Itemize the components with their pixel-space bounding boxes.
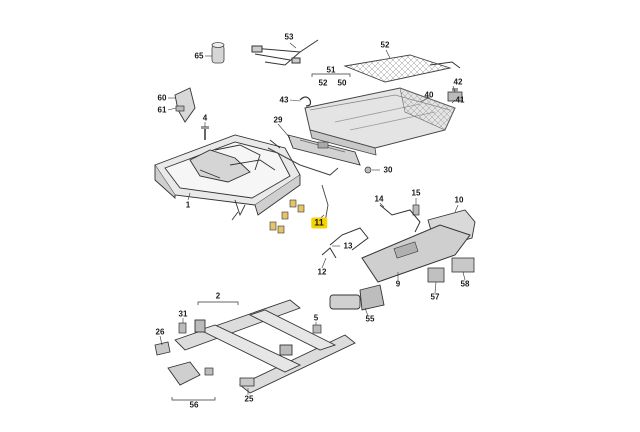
part-30-screw: [364, 166, 372, 174]
callout-30: 30: [383, 165, 393, 175]
part-14-cable: [379, 204, 421, 233]
part-11-clips: [269, 199, 305, 234]
callout-41: 41: [455, 95, 465, 105]
part-31-bolt: [178, 322, 187, 334]
part-25-clip: [239, 377, 255, 387]
callout-29: 29: [273, 115, 283, 125]
callout-52: 52: [380, 40, 390, 50]
callout-brackets: [171, 73, 351, 401]
callout-5: 5: [313, 313, 319, 323]
callout-31: 31: [178, 309, 188, 319]
callout-40: 40: [424, 90, 434, 100]
part-57-switch: [427, 267, 445, 283]
callout-13: 13: [343, 241, 353, 251]
part-1-seat-frame: [154, 134, 301, 221]
part-43-hook: [299, 96, 312, 107]
callout-14: 14: [374, 194, 384, 204]
part-29-rail: [287, 134, 361, 166]
callout-61: 61: [157, 105, 167, 115]
part-50-seat-cushion: [304, 87, 456, 156]
part-58-switch: [451, 257, 475, 273]
callout-43: 43: [279, 95, 289, 105]
callout-1: 1: [185, 200, 191, 210]
part-56-actuator: [167, 361, 214, 386]
callout-4: 4: [202, 113, 208, 123]
callout-65: 65: [194, 51, 204, 61]
part-13-cable: [329, 227, 369, 251]
callout-51: 51: [326, 65, 336, 75]
part-52-heating-mat: [343, 54, 461, 83]
part-12-hook: [321, 247, 337, 259]
callout-42: 42: [453, 77, 463, 87]
callout-57: 57: [430, 292, 440, 302]
part-61-bolt: [175, 105, 185, 112]
part-5-cap: [312, 324, 322, 334]
part-65-cap: [211, 42, 225, 64]
callout-60: 60: [157, 93, 167, 103]
part-2-lower-rails: [174, 299, 356, 394]
callout-25: 25: [244, 394, 254, 404]
part-53-harness: [251, 39, 319, 66]
callout-11: 11: [311, 217, 327, 229]
callout-2: 2: [215, 291, 221, 301]
callout-10: 10: [454, 195, 464, 205]
callout-55: 55: [365, 314, 375, 324]
callout-9: 9: [395, 279, 401, 289]
part-4-screw: [201, 126, 209, 140]
callout-26: 26: [155, 327, 165, 337]
callout-15: 15: [411, 188, 421, 198]
part-60-lever: [174, 87, 196, 123]
part-15-pin: [412, 204, 420, 216]
callout-52-group: 52: [318, 78, 328, 88]
callout-58: 58: [460, 279, 470, 289]
callout-53: 53: [284, 32, 294, 42]
part-26-bracket: [154, 341, 171, 356]
callout-12: 12: [317, 267, 327, 277]
callout-56: 56: [189, 400, 199, 410]
callout-50: 50: [337, 78, 347, 88]
cable-wire: [267, 147, 339, 176]
part-55-motor: [329, 284, 385, 311]
part-9-trim-panel: [361, 224, 471, 283]
